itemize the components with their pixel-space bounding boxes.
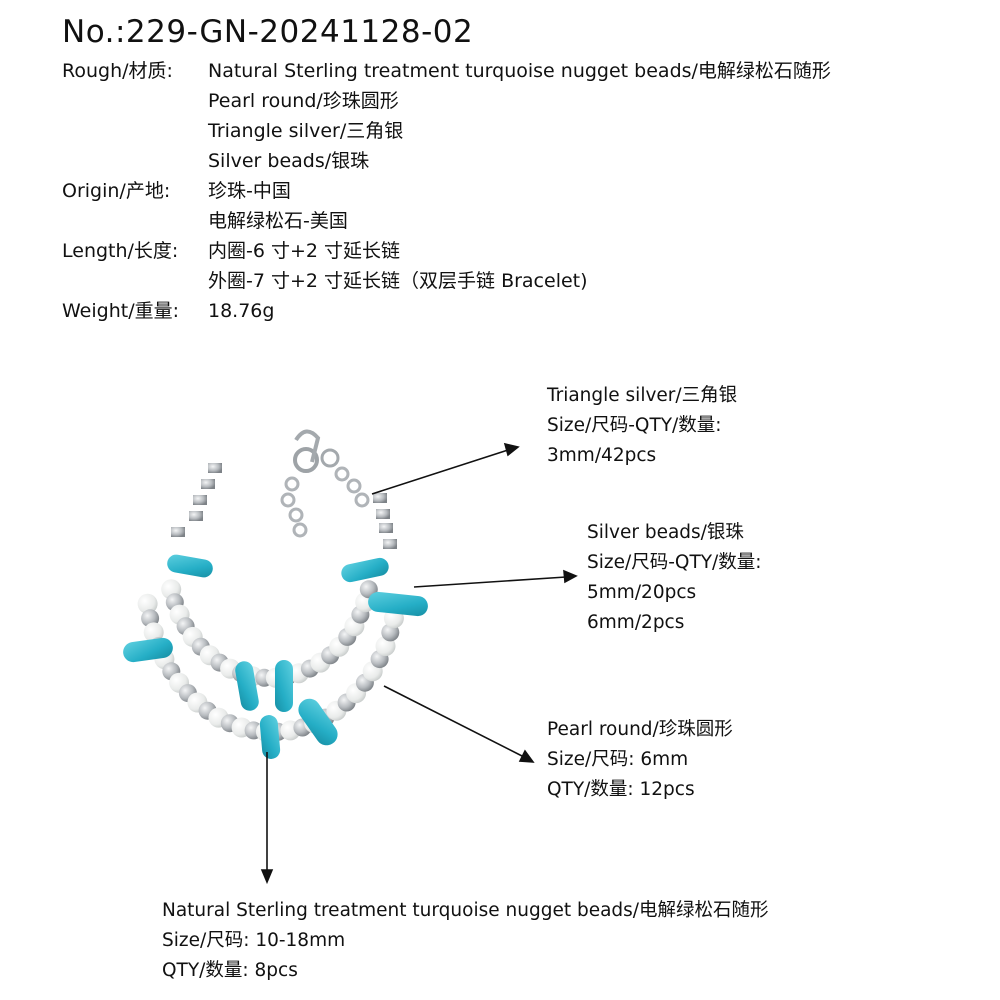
- callout-size: Size/尺码: 10-18mm: [162, 930, 346, 951]
- origin-label: Origin/产地:: [62, 180, 171, 202]
- turquoise-nugget: [259, 715, 281, 759]
- turquoise-nuggets: [123, 554, 428, 759]
- extension-chain: [280, 466, 370, 538]
- pearl-bead: [137, 593, 158, 614]
- triangle-silver-bead: [171, 527, 185, 537]
- arrowhead-triangle-silver: [503, 442, 520, 457]
- callout-qty: QTY/数量: 12pcs: [547, 779, 695, 800]
- callout-title: Natural Sterling treatment turquoise nug…: [162, 900, 769, 921]
- callout-silver-beads: Silver beads/银珠 Size/尺码-QTY/数量: 5mm/20pc…: [587, 518, 762, 638]
- callout-title: Pearl round/珍珠圆形: [547, 719, 733, 740]
- rough-value: Triangle silver/三角银: [208, 120, 404, 142]
- turquoise-nugget: [368, 591, 428, 617]
- callout-spec: 5mm/20pcs: [587, 582, 697, 603]
- spec-length: Length/长度: 内圈-6 寸+2 寸延长链 外圈-7 寸+2 寸延长链（双层…: [62, 236, 588, 296]
- callout-turquoise: Natural Sterling treatment turquoise nug…: [162, 896, 769, 986]
- length-label: Length/长度:: [62, 240, 179, 262]
- clasp: [293, 429, 340, 473]
- spec-origin: Origin/产地: 珍珠-中国 电解绿松石-美国: [62, 176, 348, 236]
- callout-size-label: Size/尺码-QTY/数量:: [547, 415, 722, 436]
- arrowhead-silver-beads: [563, 569, 578, 584]
- callout-pearl-round: Pearl round/珍珠圆形 Size/尺码: 6mm QTY/数量: 12…: [547, 715, 733, 805]
- callout-size-label: Size/尺码-QTY/数量:: [587, 552, 762, 573]
- rough-value: Natural Sterling treatment turquoise nug…: [208, 60, 831, 82]
- leader-lines: [260, 442, 578, 885]
- triangle-silver-bead: [193, 495, 207, 505]
- triangle-silver-bead: [376, 509, 390, 519]
- triangle-silver-bead: [379, 523, 393, 533]
- callout-qty: QTY/数量: 8pcs: [162, 960, 298, 981]
- triangle-silver-bead: [383, 539, 397, 549]
- turquoise-nugget: [341, 557, 389, 583]
- weight-label: Weight/重量:: [62, 300, 179, 322]
- leader-pearl-round: [383, 685, 525, 758]
- turquoise-nugget: [167, 554, 213, 578]
- callout-title: Triangle silver/三角银: [547, 385, 738, 406]
- triangle-silver-bead: [201, 479, 215, 489]
- length-value: 外圈-7 寸+2 寸延长链（双层手链 Bracelet): [208, 270, 588, 292]
- turquoise-nugget: [235, 661, 259, 711]
- callout-triangle-silver: Triangle silver/三角银 Size/尺码-QTY/数量: 3mm/…: [547, 381, 737, 471]
- arrowhead-turquoise: [260, 869, 274, 885]
- inner-strand: [161, 579, 378, 688]
- callout-size: Size/尺码: 6mm: [547, 749, 689, 770]
- spec-rough: Rough/材质: Natural Sterling treatment turq…: [62, 56, 831, 176]
- rough-label: Rough/材质:: [62, 60, 173, 82]
- triangle-silver-bead: [373, 493, 387, 503]
- spec-weight: Weight/重量: 18.76g: [62, 296, 274, 326]
- weight-value: 18.76g: [208, 300, 275, 322]
- rough-value: Silver beads/银珠: [208, 150, 370, 172]
- callout-spec: 3mm/42pcs: [547, 445, 657, 466]
- origin-value: 珍珠-中国: [208, 180, 291, 202]
- triangle-silver-bead: [208, 463, 222, 473]
- callout-title: Silver beads/银珠: [587, 522, 744, 543]
- arrowhead-pearl-round: [518, 749, 535, 763]
- callout-spec: 6mm/2pcs: [587, 612, 685, 633]
- leader-silver-beads: [413, 576, 567, 588]
- origin-value: 电解绿松石-美国: [208, 210, 348, 232]
- turquoise-nugget: [123, 637, 173, 663]
- length-value: 内圈-6 寸+2 寸延长链: [208, 240, 401, 262]
- turquoise-nugget: [275, 660, 293, 712]
- triangle-silver-bead: [189, 511, 203, 521]
- product-number: No.:229-GN-20241128-02: [62, 14, 474, 50]
- leader-triangle-silver: [371, 449, 509, 495]
- rough-value: Pearl round/珍珠圆形: [208, 90, 399, 112]
- turquoise-nugget: [298, 698, 338, 746]
